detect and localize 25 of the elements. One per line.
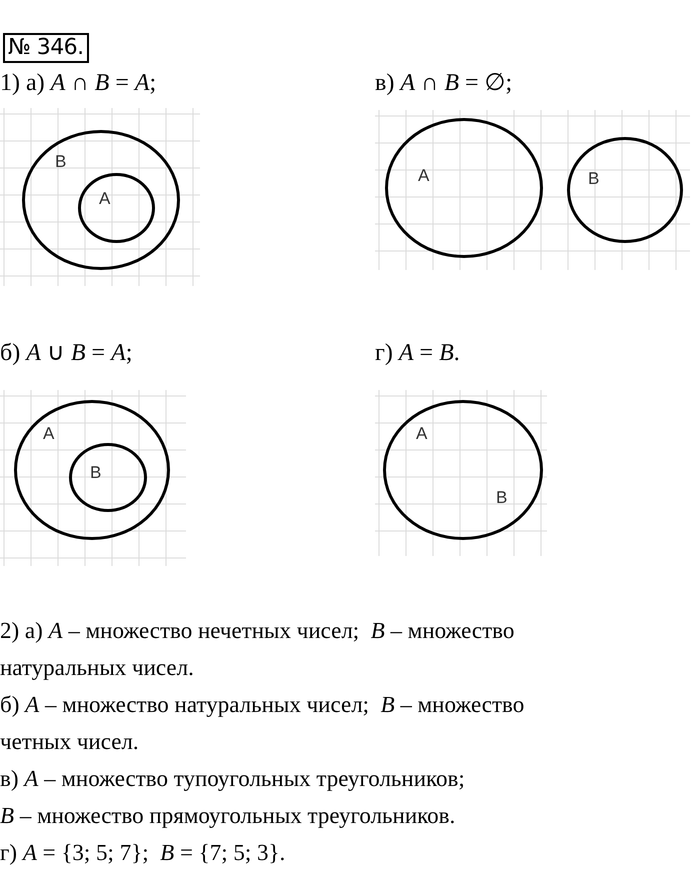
task-number: № 346. xyxy=(3,33,89,63)
set-letter: B xyxy=(55,153,66,170)
set-letter: B xyxy=(496,489,508,506)
set-circle xyxy=(22,130,180,270)
set-equation: в) A ∩ B = ∅; xyxy=(375,69,512,98)
set-letter: B xyxy=(588,170,600,187)
set-letter: A xyxy=(99,190,110,207)
set-equation: 1) а) A ∩ B = A; xyxy=(0,69,156,98)
set-letter: A xyxy=(416,425,428,442)
set-letter: B xyxy=(90,464,102,481)
set-letter: A xyxy=(43,425,54,442)
set-circle xyxy=(383,400,543,540)
set-circle xyxy=(14,400,170,540)
answer-text: г) A = {3; 5; 7}; B = {7; 5; 3}. xyxy=(0,839,286,867)
set-circle xyxy=(69,443,147,512)
set-letter: A xyxy=(418,167,430,184)
set-circle xyxy=(78,173,155,243)
set-equation: б) A ∪ B = A; xyxy=(0,339,132,368)
answer-text: 2) а) A – множество нечетных чисел; B – множество натуральных чисел. xyxy=(0,617,516,682)
answer-text: б) A – множество натуральных чисел; B – множество четных чисел. xyxy=(0,691,526,756)
set-circle xyxy=(385,118,543,258)
set-circle xyxy=(567,137,683,243)
set-equation: г) A = B. xyxy=(375,339,460,368)
answer-text: в) A – множество тупоугольных треугольников; xyxy=(0,765,466,793)
answer-text: B – множество прямоугольных треугольников. xyxy=(0,802,456,830)
